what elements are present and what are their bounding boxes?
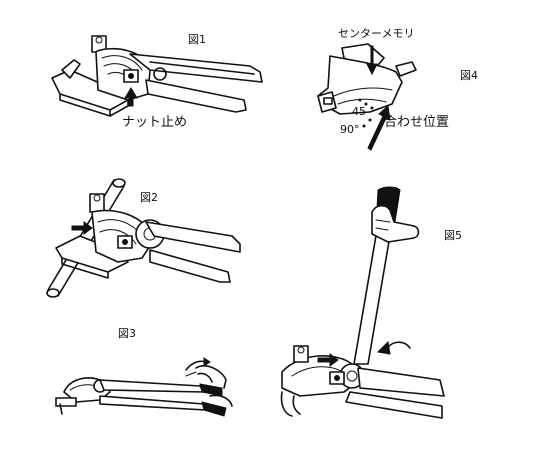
fig1-label: 図1 xyxy=(188,33,206,46)
fig4-alignment-annotation: 合わせ位置 xyxy=(384,115,450,130)
fig5-label: 図5 xyxy=(444,229,462,242)
fig2-label: 図2 xyxy=(140,191,158,204)
fig4-angle-90: 90° xyxy=(340,123,360,136)
fig1-nut-stop-annotation: ナット止め xyxy=(122,115,188,130)
fig1-illustration xyxy=(51,35,263,117)
fig5-illustration xyxy=(280,186,445,419)
fig4-label: 図4 xyxy=(460,69,478,82)
fig4-center-mark-annotation: センターメモリ xyxy=(338,27,415,40)
fig3-label: 図3 xyxy=(118,327,136,340)
fig4-illustration xyxy=(317,43,417,151)
fig4-angle-45: 45 xyxy=(352,105,366,118)
fig3-illustration xyxy=(55,357,233,417)
fig2-illustration xyxy=(46,178,241,298)
